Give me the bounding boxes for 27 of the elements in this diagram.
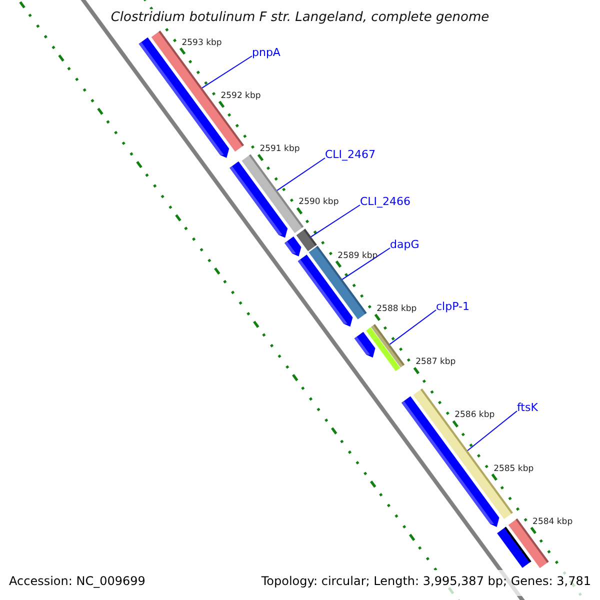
gene-label: CLI_2466 [360,195,411,208]
leader-line [389,310,436,345]
gene-label: clpP-1 [436,300,470,313]
accession-text: Accession: NC_009699 [9,574,146,588]
gene-bar [354,332,376,358]
scale-label: 2586 kbp [454,410,495,420]
scale-label: 2585 kbp [494,464,534,474]
leader-line [202,56,252,88]
scale-label: 2591 kbp [260,144,300,154]
gene-label: CLI_2467 [325,148,376,161]
leader-line [310,204,360,238]
leader-line [467,410,518,452]
scale-label: 2592 kbp [220,90,261,101]
scale-label: 2584 kbp [532,516,573,527]
gene-bar [284,236,302,256]
scale-label: 2588 kbp [376,304,417,314]
gene-label: ftsK [517,401,538,414]
gene-bar [230,161,288,238]
gene-label: pnpA [252,46,280,59]
gene-label: dapG [390,238,420,251]
genome-info-text: Topology: circular; Length: 3,995,387 bp; Genes: 3,781 [261,574,591,588]
scale-label: 2590 kbp [298,197,339,208]
leader-line [276,158,326,191]
scale-label: 2589 kbp [338,250,378,261]
scale-label: 2587 kbp [416,357,456,368]
leader-line [342,248,390,280]
scale-label: 2593 kbp [182,38,222,48]
